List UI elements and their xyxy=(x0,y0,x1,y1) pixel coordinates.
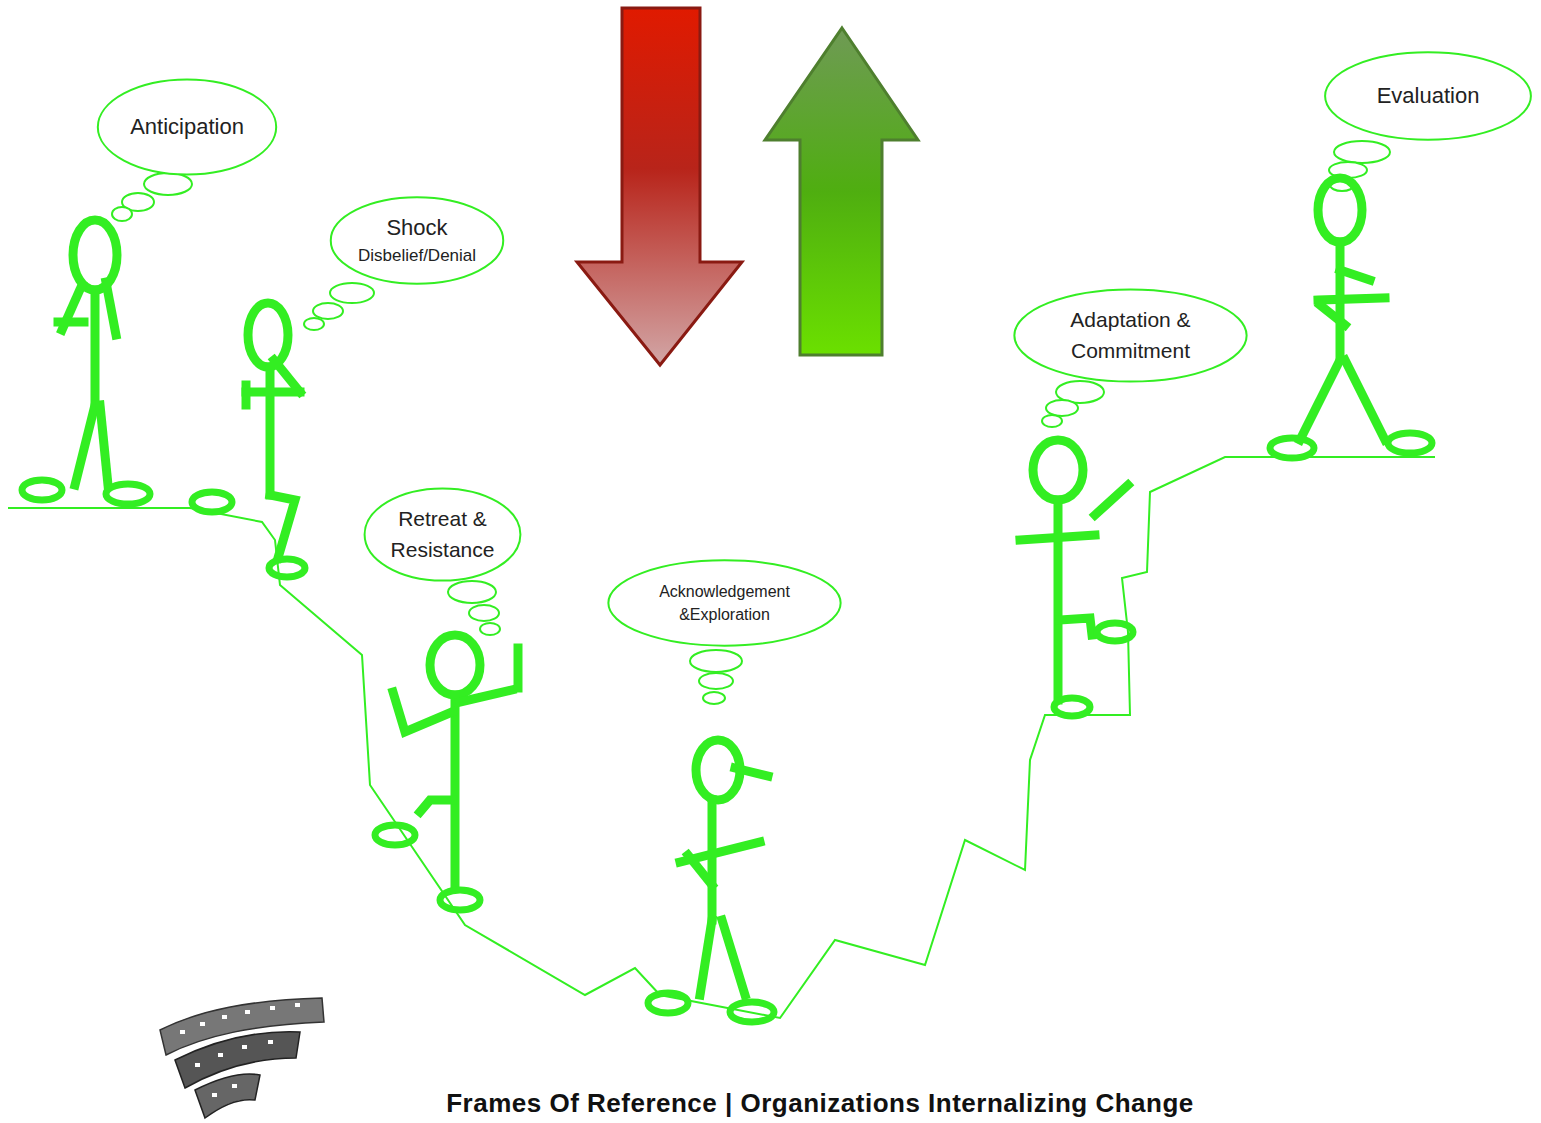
up-arrow xyxy=(765,28,918,355)
film-icon xyxy=(160,998,324,1118)
caption: Frames Of Reference | Organizations Inte… xyxy=(300,1088,1340,1119)
thought-bubble: Adaptation & Commitment xyxy=(1012,288,1249,383)
change-curve xyxy=(8,457,1435,1018)
stage-label: Anticipation xyxy=(130,111,244,143)
bubble-outline xyxy=(329,196,505,285)
bubble-outline xyxy=(363,487,522,582)
thought-bubble: ShockDisbelief/Denial xyxy=(329,196,505,285)
bubble-trails xyxy=(112,141,1390,704)
stage-label: Retreat & Resistance xyxy=(388,504,498,565)
thought-bubble: Evaluation xyxy=(1323,51,1533,141)
bubble-outline xyxy=(606,559,843,647)
stage-label: Shock xyxy=(386,212,447,244)
stage-sublabel: Disbelief/Denial xyxy=(358,244,476,269)
stage-label: Evaluation xyxy=(1377,80,1480,112)
bubble-outline xyxy=(1012,288,1249,383)
down-arrow xyxy=(577,8,742,365)
stage-label: Acknowledgement &Exploration xyxy=(640,580,810,626)
thought-bubble: Retreat & Resistance xyxy=(363,487,522,582)
stick-figures xyxy=(22,178,1432,1022)
stage-label: Adaptation & Commitment xyxy=(1046,305,1216,366)
thought-bubble: Acknowledgement &Exploration xyxy=(606,559,843,647)
thought-bubble: Anticipation xyxy=(96,78,278,176)
